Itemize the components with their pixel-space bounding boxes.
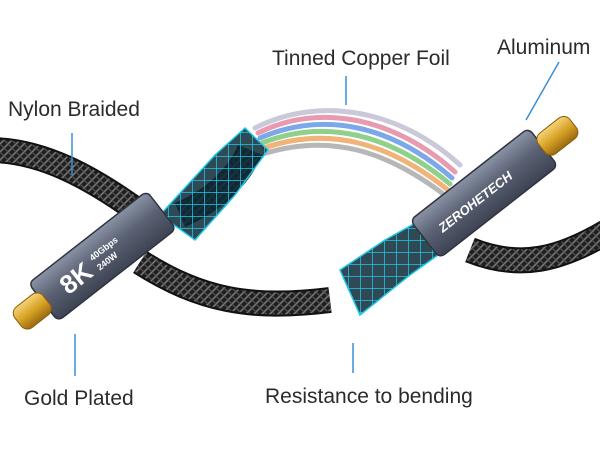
- label-nylon-braided: Nylon Braided: [8, 98, 140, 121]
- inner-wires: [252, 108, 463, 199]
- right-connector: ZEROHETECH: [411, 115, 579, 257]
- label-resistance-to-bending: Resistance to bending: [265, 385, 473, 408]
- left-connector: 8K 40Gbps 240W: [12, 192, 175, 330]
- label-gold-plated: Gold Plated: [24, 387, 134, 410]
- label-tinned-copper-foil: Tinned Copper Foil: [272, 47, 450, 70]
- leader-aluminum: [525, 61, 560, 121]
- label-aluminum: Aluminum: [497, 36, 591, 59]
- leader-lines: [71, 61, 560, 376]
